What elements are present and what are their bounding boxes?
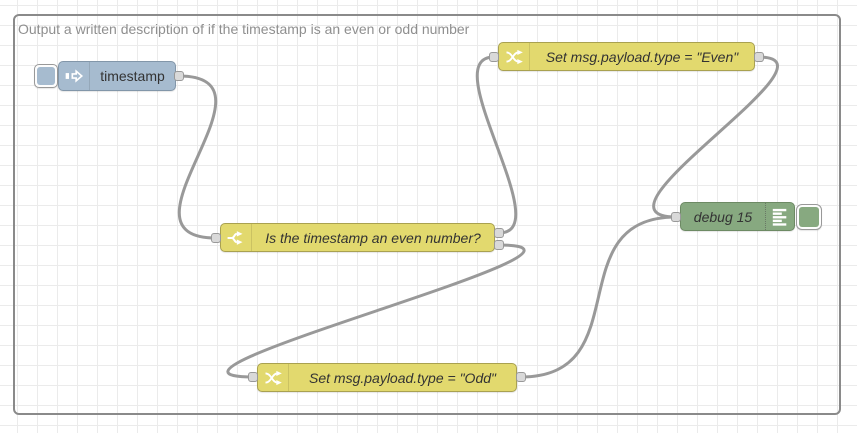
wire-change-odd-to-debug[interactable] <box>519 215 678 379</box>
wire-change-even-to-debug[interactable] <box>652 55 779 219</box>
debug-icon-area <box>765 203 794 230</box>
switch-branch-icon <box>227 230 243 245</box>
debug-toggle-button[interactable] <box>796 204 822 230</box>
change-icon-area <box>258 364 289 391</box>
node-label: Is the timestamp an even number? <box>265 229 481 246</box>
port-switch-input[interactable] <box>211 233 221 243</box>
inject-arrow-icon <box>65 69 84 83</box>
port-switch-output-1[interactable] <box>494 228 504 238</box>
node-inject-timestamp[interactable]: timestamp <box>58 61 176 91</box>
change-swap-icon <box>506 49 523 64</box>
node-change-odd[interactable]: Set msg.payload.type = "Odd" <box>257 363 517 392</box>
node-switch-even-check[interactable]: Is the timestamp an even number? <box>220 223 495 252</box>
port-change-odd-output[interactable] <box>516 372 526 382</box>
wire-switch-out1-to-change-even[interactable] <box>475 55 518 235</box>
inject-trigger-button-fill <box>37 67 55 85</box>
node-change-even[interactable]: Set msg.payload.type = "Even" <box>498 42 755 71</box>
node-label: Set msg.payload.type = "Even" <box>545 48 739 65</box>
node-label: debug 15 <box>693 208 753 225</box>
debug-toggle-button-fill <box>799 207 819 227</box>
change-icon-area <box>499 43 530 70</box>
switch-icon-area <box>221 224 252 251</box>
port-change-even-output[interactable] <box>754 52 764 62</box>
port-change-odd-input[interactable] <box>248 372 258 382</box>
inject-icon-area <box>59 62 90 90</box>
port-change-even-input[interactable] <box>489 52 499 62</box>
wire-inject-to-switch[interactable] <box>177 74 218 240</box>
port-switch-output-2[interactable] <box>494 240 504 250</box>
inject-trigger-button[interactable] <box>34 64 58 88</box>
port-inject-output[interactable] <box>174 71 184 81</box>
node-debug-15[interactable]: debug 15 <box>680 202 795 231</box>
node-label: timestamp <box>100 68 165 84</box>
wire-switch-out2-to-change-odd[interactable] <box>226 243 526 379</box>
node-label: Set msg.payload.type = "Odd" <box>309 369 496 386</box>
flow-comment: Output a written description of if the t… <box>18 21 470 37</box>
port-debug-input[interactable] <box>671 212 681 222</box>
change-swap-icon <box>265 370 282 385</box>
debug-output-icon <box>772 208 787 226</box>
